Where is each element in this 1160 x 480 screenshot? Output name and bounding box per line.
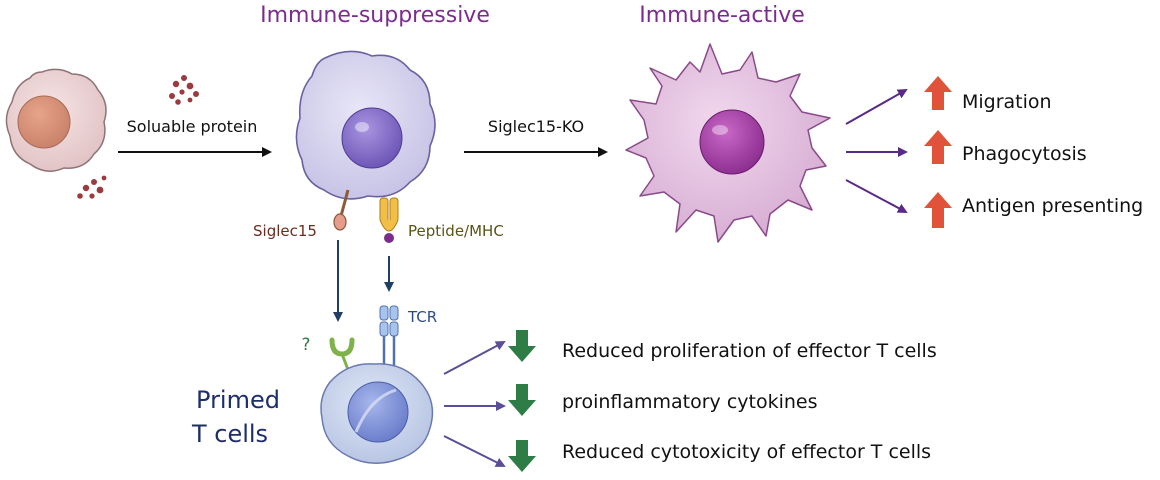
- suppressive-macrophage: [295, 50, 436, 200]
- title-immune-active: Immune-active: [639, 3, 805, 28]
- tumor-cell: [5, 68, 107, 172]
- label-siglec15-ko: Siglec15-KO: [488, 117, 584, 136]
- arrow-effect-migration: [845, 89, 908, 125]
- arrow-effect-cytotoxicity: [443, 435, 506, 467]
- siglec15-receptor: [333, 189, 350, 231]
- label-unknown-receptor: ?: [301, 335, 310, 355]
- arrow-effect-proliferation: [443, 341, 506, 375]
- up-arrow-icon: [924, 76, 952, 110]
- title-immune-suppressive: Immune-suppressive: [260, 3, 490, 28]
- t-cell-nucleus: [347, 381, 409, 443]
- label-t-cells: T cells: [191, 420, 268, 448]
- peptide-mhc-complex: [379, 197, 399, 243]
- tcr-receptor: [379, 305, 399, 366]
- down-arrow-icon: [508, 440, 536, 472]
- effect-down-cytokines: proinflammatory cytokines: [562, 391, 818, 413]
- label-siglec15: Siglec15: [253, 222, 317, 240]
- label-peptide-mhc: Peptide/MHC: [408, 222, 504, 240]
- effect-up-antigen-presenting: Antigen presenting: [962, 195, 1143, 217]
- primed-t-cell: [320, 363, 434, 464]
- down-arrow-icon: [508, 330, 536, 362]
- down-arrow-icon: [508, 384, 536, 416]
- label-primed: Primed: [196, 386, 280, 414]
- up-arrow-icon: [924, 130, 952, 164]
- effect-up-phagocytosis: Phagocytosis: [962, 143, 1087, 165]
- up-arrow-icons: [924, 76, 952, 228]
- suppressive-macrophage-nucleus: [341, 107, 403, 169]
- down-arrow-icons: [508, 330, 536, 472]
- soluble-protein-particles-bottom: [77, 175, 107, 199]
- tumor-cell-nucleus: [17, 95, 71, 149]
- label-soluable-protein: Soluable protein: [127, 117, 258, 136]
- up-arrow-icon: [924, 192, 952, 228]
- arrow-effect-antigen: [845, 179, 908, 213]
- soluble-protein-particles-top: [169, 75, 199, 105]
- effect-up-migration: Migration: [962, 91, 1052, 113]
- effect-down-cytotoxicity: Reduced cytotoxicity of effector T cells: [562, 441, 931, 463]
- active-macrophage-nucleus: [699, 109, 765, 175]
- effect-down-proliferation: Reduced proliferation of effector T cell…: [562, 340, 937, 362]
- active-macrophage: [625, 43, 831, 243]
- label-tcr: TCR: [407, 308, 437, 326]
